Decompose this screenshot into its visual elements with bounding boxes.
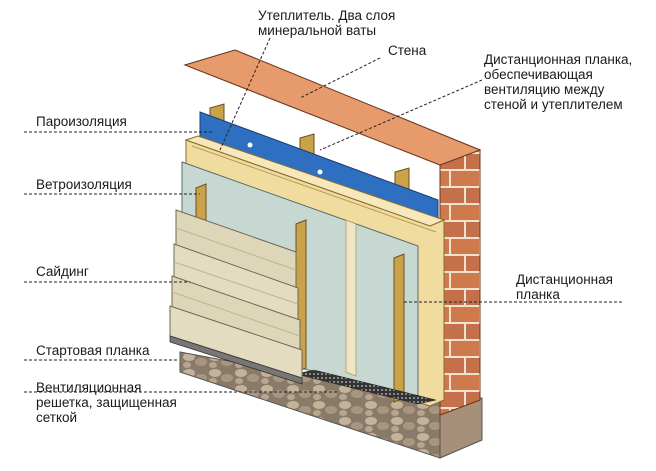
brick-wall [183, 49, 482, 416]
label-spacer-batten-right: Дистанционная планка [516, 272, 613, 302]
leader-spacer-top [319, 79, 483, 151]
label-vapor-barrier: Пароизоляция [36, 114, 127, 129]
siding-panels [169, 209, 303, 379]
label-starter-strip: Стартовая планка [36, 343, 150, 358]
vent-grille-mesh [295, 369, 437, 405]
label-vent-grille: Вентиляционная решетка, защищенная сетко… [36, 380, 177, 425]
label-wall: Стена [388, 43, 427, 58]
label-insulation: Утеплитель. Два слоя минеральной ваты [258, 8, 396, 38]
label-wind-barrier: Ветроизоляция [36, 177, 132, 192]
label-siding: Сайдинг [36, 264, 89, 279]
leader-insulation [219, 37, 271, 151]
label-spacer-batten-top: Дистанционная планка, обеспечивающая вен… [484, 52, 633, 112]
leader-wall [299, 57, 381, 99]
starter-strip [169, 335, 303, 385]
vertical-battens [195, 183, 405, 403]
leader-lines [24, 37, 622, 393]
